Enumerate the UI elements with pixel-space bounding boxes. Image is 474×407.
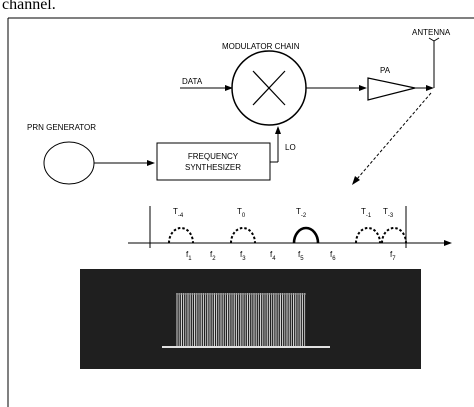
slot-label-1: T-4 [173, 207, 184, 219]
slot-label-4: T-1 [361, 207, 372, 219]
spectrum-group: T-4 T0 T-2 T-1 T-3 f1 f2 f3 f4 f5 f6 f7 [169, 207, 406, 262]
slot-label-2: T0 [237, 207, 246, 219]
pa-to-antenna-arrowhead [426, 85, 434, 91]
modulator-chain-label: MODULATOR CHAIN [222, 42, 300, 51]
antenna-label: ANTENNA [412, 28, 451, 37]
prn-to-synth-arrowhead [147, 160, 155, 166]
freq-label-4: f4 [270, 250, 276, 262]
dashed-spectrum-arrow [357, 93, 431, 179]
freq-label-5: f5 [298, 250, 304, 262]
mixer-to-pa-arrowhead [359, 85, 367, 91]
mixer-symbol [232, 51, 306, 125]
freq-label-3: f3 [240, 250, 246, 262]
frequency-synthesizer-label-2: SYNTHESIZER [185, 163, 241, 172]
frequency-slot-4 [356, 228, 380, 243]
frequency-slot-1 [169, 228, 193, 243]
freq-label-7: f7 [390, 250, 396, 262]
data-label: DATA [182, 77, 203, 86]
top-clipped-text: channel. [2, 0, 56, 13]
frequency-slot-5 [382, 228, 406, 243]
frequency-synthesizer-box [157, 143, 270, 180]
frequency-slot-2 [231, 228, 255, 243]
lo-arrowhead [275, 126, 281, 134]
pa-amplifier-triangle [368, 78, 415, 100]
pa-label: PA [380, 66, 391, 75]
frequency-slot-3 [294, 228, 318, 243]
prn-generator-circle [44, 142, 94, 184]
spectrum-analyzer-image [80, 269, 421, 369]
freq-label-1: f1 [186, 250, 192, 262]
freq-label-6: f6 [330, 250, 336, 262]
prn-generator-label: PRN GENERATOR [27, 123, 96, 132]
lo-label: LO [285, 143, 296, 152]
slot-label-5: T-3 [383, 207, 394, 219]
frequency-synthesizer-label-1: FREQUENCY [188, 152, 239, 161]
slot-label-3: T-2 [296, 207, 307, 219]
frequency-axis-arrowhead [444, 240, 452, 246]
antenna-icon [429, 38, 439, 88]
freq-label-2: f2 [210, 250, 216, 262]
